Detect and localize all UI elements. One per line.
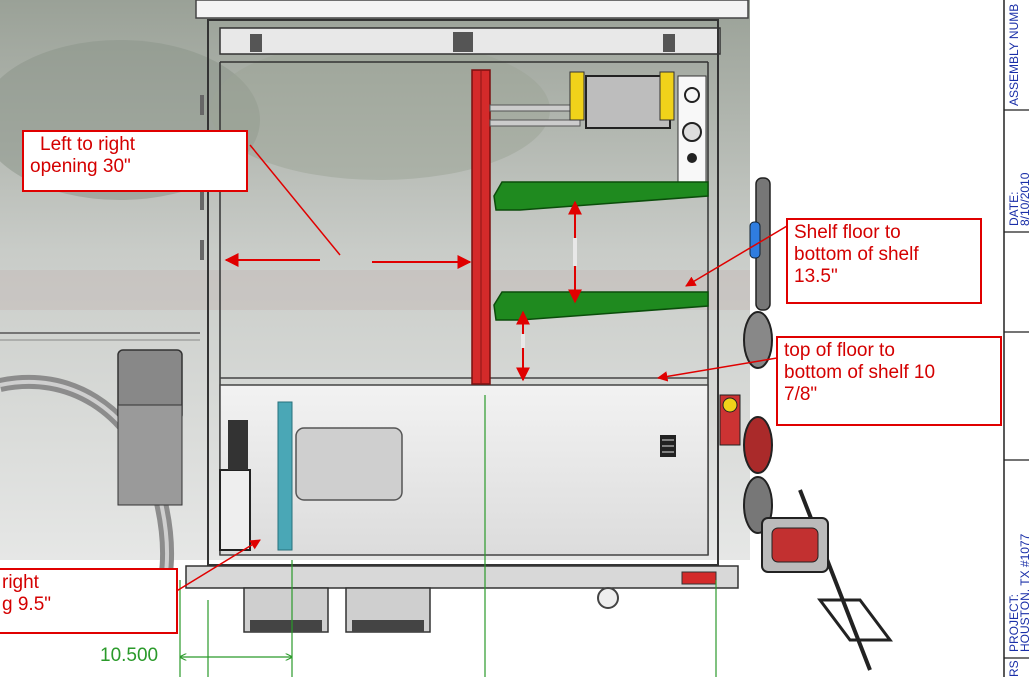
access-plate (295, 427, 403, 501)
callout-top-of-floor-line3: 7/8" (784, 384, 818, 405)
compartment-frame (207, 19, 719, 566)
upper-shelf (493, 181, 709, 211)
callout-left-to-right-line2: opening 30" (30, 156, 131, 177)
teal-divider (277, 401, 293, 551)
leader-top-floor (656, 357, 778, 382)
title-block-project-value: HOUSTON, TX #1077 (1018, 533, 1029, 652)
callout-top-of-floor-line2: bottom of shelf 10 (784, 362, 936, 383)
lower-panel (219, 384, 709, 556)
callout-left-to-right: Left to right opening 30" (22, 130, 248, 192)
dimension-value: 10.500 (100, 645, 159, 666)
leader-shelf-floor (685, 225, 788, 287)
callout-shelf-floor-line2: bottom of shelf (794, 244, 919, 265)
callout-lower-left: right g 9.5" (0, 568, 178, 634)
callout-shelf-floor-line3: 13.5" (794, 266, 838, 287)
arrow-left-leader (249, 144, 341, 256)
side-light (743, 311, 773, 369)
title-block-assembly: ASSEMBLY NUMB (1007, 3, 1021, 106)
title-block (1004, 0, 1029, 677)
callout-shelf-floor: Shelf floor to bottom of shelf 13.5" (786, 218, 982, 304)
pump-unit (585, 75, 671, 129)
lower-shelf (493, 291, 709, 321)
title-block-date-value: 8/10/2010 (1018, 172, 1029, 226)
bumper (185, 565, 739, 589)
callout-left-to-right-line1: Left to right (40, 134, 136, 155)
callout-lower-left-line1: right (2, 572, 39, 593)
pump-bracket (569, 71, 585, 121)
title-block-rs: RS (1007, 660, 1021, 677)
callout-top-of-floor-line1: top of floor to (784, 340, 895, 361)
callout-shelf-floor-line1: Shelf floor to (794, 222, 901, 243)
compartment-header (195, 0, 749, 19)
callout-top-of-floor: top of floor to bottom of shelf 10 7/8" (776, 336, 1002, 426)
lower-left-equipment (219, 469, 251, 551)
leader-lower-left (169, 539, 261, 596)
callout-lower-left-line2: g 9.5" (2, 594, 52, 615)
